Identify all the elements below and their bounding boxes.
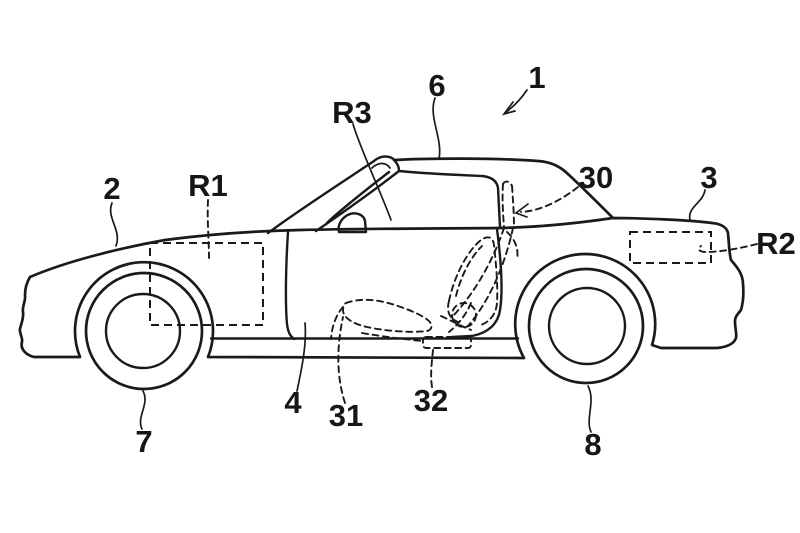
ref-label-32: 32 — [414, 383, 448, 418]
windshield-glass-edge — [325, 170, 391, 225]
seatbelt-pillar-strip-front — [501, 183, 505, 228]
door-front-edge — [284, 230, 296, 341]
car-body — [18, 216, 745, 360]
leader-7 — [139, 390, 146, 430]
ref-label-r2: R2 — [756, 226, 796, 261]
ref-label-6: 6 — [428, 68, 445, 103]
ref-label-8: 8 — [584, 427, 601, 462]
ref-label-2: 2 — [103, 171, 120, 206]
leader-8 — [587, 385, 592, 433]
leader-2 — [109, 202, 119, 247]
belt-buckle-circle — [451, 302, 477, 328]
rear-rim — [547, 286, 627, 366]
seat-cushion — [342, 298, 433, 333]
leader-4 — [296, 322, 307, 392]
leader-32 — [430, 349, 434, 388]
cabin-structure — [266, 155, 615, 235]
ref-label-4: 4 — [284, 385, 302, 420]
leader-1-arrow — [504, 89, 528, 114]
leader-1-arrowhead — [501, 101, 516, 116]
side-mirror — [337, 212, 368, 234]
region-boxes — [149, 231, 712, 326]
leader-30 — [520, 186, 579, 213]
a-pillar-outer — [266, 159, 376, 235]
ref-label-30: 30 — [579, 160, 613, 195]
ref-label-r3: R3 — [332, 95, 372, 130]
ref-label-r1: R1 — [188, 168, 228, 203]
belt-retractor-curve — [506, 231, 519, 261]
leader-6 — [432, 97, 441, 160]
footwell-line — [330, 306, 344, 340]
door-rear-edge — [450, 227, 503, 339]
ref-label-31: 31 — [329, 398, 363, 433]
ref-label-3: 3 — [700, 160, 717, 195]
wheels — [84, 267, 645, 391]
roof-top-edge — [392, 157, 615, 220]
a-pillar-inner — [314, 169, 401, 233]
body-outline — [18, 216, 745, 360]
ref-label-7: 7 — [135, 424, 152, 459]
seat-back-base — [447, 300, 459, 323]
leader-r1 — [206, 199, 210, 259]
region-box-r1 — [149, 242, 264, 326]
belt-webbing-2 — [467, 227, 514, 327]
window-frame-line — [397, 169, 502, 229]
reference-labels: 1 2 3 4 6 7 8 30 31 32 R1 R2 R3 — [103, 60, 795, 462]
rear-tire — [527, 267, 645, 385]
lap-belt-line — [440, 315, 472, 331]
leader-r3 — [352, 123, 392, 221]
leader-30-arrowhead — [514, 203, 529, 218]
ref-label-1: 1 — [528, 60, 545, 95]
belt-webbing-1 — [451, 227, 505, 318]
seatbelt-pillar-strip-rear — [511, 185, 515, 228]
leader-lines — [109, 89, 758, 433]
interior-hidden-lines — [330, 180, 519, 349]
leader-r2 — [698, 243, 758, 253]
a-pillar-cap-inner — [371, 162, 391, 169]
region-box-r2 — [629, 231, 712, 264]
seatbelt-pillar-strip-top — [502, 180, 513, 187]
seat-rail-box — [422, 336, 472, 349]
seat-back-inner — [455, 245, 483, 297]
seat-underside-line — [361, 332, 423, 342]
front-tire — [84, 271, 204, 391]
leader-3 — [688, 189, 706, 221]
seat-back-outline — [448, 236, 499, 327]
leader-31 — [337, 316, 346, 404]
front-rim — [104, 292, 182, 370]
